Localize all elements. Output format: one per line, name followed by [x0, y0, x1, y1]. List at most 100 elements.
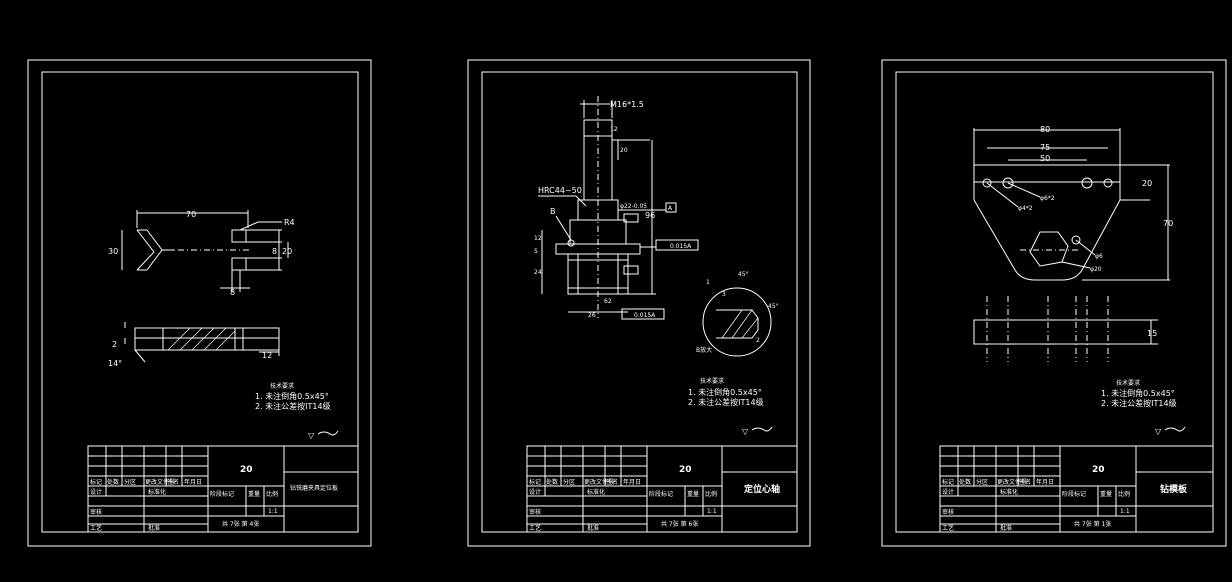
roughness-symbol-2: ▽ [742, 427, 749, 436]
tb1-count: 处数 [107, 478, 119, 486]
hole-callout-1: φ6*2 [1040, 195, 1055, 202]
mandrel-detail-view: 45° 45° 1 3 2 B放大 [696, 271, 779, 357]
tb2-process: 工艺 [529, 524, 541, 532]
tol-frame-1: 0.015A [670, 243, 692, 250]
tb3-ratio: 比例 [1118, 490, 1130, 498]
tb3-zone: 分区 [976, 478, 988, 486]
dim-chamfer-2: 45° [768, 303, 779, 310]
title-block-2: 标记 处数 分区 更改文件号 签名 年月日 设计 标准化 审核 工艺 批准 阶段… [526, 445, 798, 533]
dim-d11: 3 [722, 291, 726, 298]
tb1-std: 标准化 [148, 488, 166, 496]
tb3-mark: 标记 [942, 478, 954, 486]
dim-right-thickness: 12 [262, 351, 272, 360]
sheet-2: M16*1.5 12 20 96 HRC44~50 φ22-0.05 A B 1… [467, 59, 811, 547]
hole-callout-2: φ4*2 [1018, 205, 1033, 212]
roughness-symbol-3: ▽ [1155, 427, 1162, 436]
tb3-check: 审核 [942, 508, 954, 516]
dim-d4: 12 [534, 235, 542, 242]
tb2-zone: 分区 [563, 478, 575, 486]
tb1-check: 审核 [90, 508, 102, 516]
dim-d2: 20 [620, 147, 628, 154]
tb2-check: 审核 [529, 508, 541, 516]
part-1-front-view: 2 14° 12 [108, 322, 280, 368]
dim-thread: M16*1.5 [610, 100, 644, 109]
dim-chamfer: 45° [738, 271, 749, 278]
tb2-std: 标准化 [587, 488, 605, 496]
dim-right-height: 20 [282, 247, 292, 256]
tb3-stage: 阶段标记 [1062, 490, 1086, 498]
roughness-symbol-1: ▽ [308, 431, 315, 440]
dim-width: 80 [1040, 125, 1050, 134]
tb2-sheet-info: 共 7张 第 6张 [661, 520, 698, 528]
dim-d10: 62 [604, 298, 612, 305]
note-3-1: 1. 未注倒角0.5x45° [1101, 388, 1175, 398]
tb2-approve: 批准 [587, 524, 599, 532]
notes-title-1: 技术要求 [270, 382, 294, 390]
dim-thickness: 2 [112, 340, 117, 349]
datum-ref: A [668, 205, 673, 212]
dim-angle: 14° [108, 359, 122, 368]
note-1-1: 1. 未注倒角0.5x45° [255, 391, 329, 401]
detail-label: B放大 [696, 346, 712, 354]
tb3-change: 更改文件号 [997, 478, 1027, 486]
title-block-1: 标记 处数 分区 更改文件号 签名 年月日 设计 标准化 审核 工艺 批准 阶段… [87, 445, 359, 533]
tb3-drawing-no: 20 [1092, 465, 1105, 475]
dim-height: 70 [1163, 219, 1173, 228]
dim-bottom: 8 [230, 288, 235, 297]
tb1-approve: 批准 [148, 524, 160, 532]
dim-slot: 8 [272, 247, 277, 256]
dim-length: 70 [186, 210, 196, 219]
tb1-process: 工艺 [90, 524, 102, 532]
dim-d6: 24 [534, 269, 542, 276]
note-2-1: 1. 未注倒角0.5x45° [688, 387, 762, 397]
dim-height-1: 20 [1142, 179, 1152, 188]
drill-plate-side-view: 15 [973, 296, 1158, 362]
tb2-change: 更改文件号 [584, 478, 614, 486]
tb1-ratio: 比例 [266, 490, 278, 498]
dim-d3: φ22-0.05 [620, 203, 647, 210]
tb2-stage: 阶段标记 [649, 490, 673, 498]
note-2-2: 2. 未注公差按IT14级 [688, 397, 764, 407]
tb2-weight: 重量 [687, 490, 699, 498]
notes-title-2: 技术要求 [700, 377, 724, 385]
tb1-design: 设计 [90, 488, 102, 496]
tb1-mark: 标记 [90, 478, 102, 486]
tb1-drawing-no: 20 [240, 465, 253, 475]
part-1-top-view: 70 R4 30 8 20 8 [108, 210, 295, 297]
tb2-design: 设计 [529, 488, 541, 496]
tol-frame-2: 0.015A [634, 312, 656, 319]
dim-width-3: 50 [1040, 154, 1050, 163]
tb1-part-name: 钻铣磨夹具定位板 [290, 484, 338, 492]
tb2-scale: 1:1 [707, 508, 717, 515]
dim-thickness-3: 15 [1147, 329, 1157, 338]
tb3-date: 年月日 [1036, 478, 1054, 486]
notes-title-3: 技术要求 [1116, 379, 1140, 387]
dim-d1: 12 [610, 126, 618, 133]
tb3-approve: 批准 [1000, 524, 1012, 532]
tb2-count: 处数 [546, 478, 558, 486]
tb3-sheet-info: 共 7张 第 1张 [1074, 520, 1111, 528]
hole-callout-3: φ6 [1095, 253, 1103, 260]
tb1-zone: 分区 [124, 478, 136, 486]
tb1-sign: 签名 [167, 478, 179, 486]
tb3-scale: 1:1 [1120, 508, 1130, 515]
tb1-scale: 1:1 [268, 508, 278, 515]
tb1-sheet-info: 共 7张 第 4张 [222, 520, 259, 528]
bore-callout: φ20 [1090, 266, 1102, 273]
dim-hrc: HRC44~50 [538, 186, 582, 195]
tb3-std: 标准化 [1000, 488, 1018, 496]
tb1-date: 年月日 [184, 478, 202, 486]
dim-d5: 5 [534, 248, 538, 255]
note-3-2: 2. 未注公差按IT14级 [1101, 398, 1177, 408]
tb3-process: 工艺 [942, 524, 954, 532]
tb2-ratio: 比例 [705, 490, 717, 498]
dim-length: 96 [645, 211, 655, 220]
tb1-change: 更改文件号 [145, 478, 175, 486]
tb2-sign: 签名 [606, 478, 618, 486]
dim-d7: 26 [588, 312, 596, 319]
dim-radius: R4 [284, 218, 295, 227]
tb2-mark: 标记 [529, 478, 541, 486]
title-block-3: 标记 处数 分区 更改文件号 签名 年月日 设计 标准化 审核 工艺 批准 阶段… [939, 445, 1214, 533]
tb3-count: 处数 [959, 478, 971, 486]
tb3-weight: 重量 [1100, 490, 1112, 498]
